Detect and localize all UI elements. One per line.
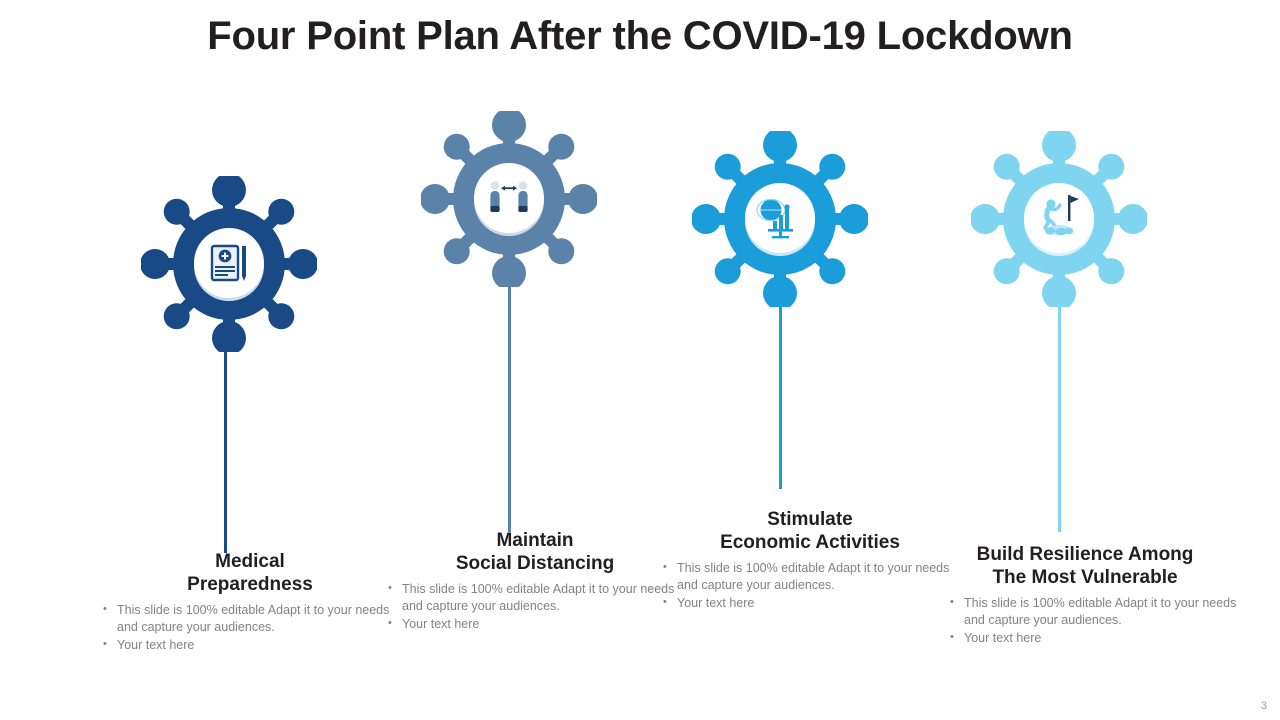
virus-shape-icon bbox=[971, 131, 1147, 307]
text-block-medical-preparedness: Medical Preparedness This slide is 100% … bbox=[100, 550, 400, 655]
text-block-maintain-social-distancing: Maintain Social Distancing This slide is… bbox=[385, 529, 685, 634]
list-item: This slide is 100% editable Adapt it to … bbox=[947, 594, 1245, 629]
connector-stem bbox=[779, 222, 782, 489]
heading-line-2: Preparedness bbox=[187, 574, 313, 595]
list-item: Your text here bbox=[947, 629, 1245, 647]
medical-report-icon bbox=[210, 244, 246, 282]
bullet-list: This slide is 100% editable Adapt it to … bbox=[947, 594, 1245, 647]
person-flag-rocks-icon bbox=[1043, 195, 1079, 236]
list-item: This slide is 100% editable Adapt it to … bbox=[385, 580, 685, 615]
connector-stem bbox=[508, 200, 511, 532]
list-item: Your text here bbox=[660, 594, 960, 612]
text-block-build-resilience-among-the-most-vulnerable: Build Resilience Among The Most Vulnerab… bbox=[925, 543, 1245, 648]
virus-shape-icon bbox=[692, 131, 868, 307]
virus-node-medical-preparedness[interactable] bbox=[141, 176, 317, 352]
list-item: Your text here bbox=[100, 636, 400, 654]
text-block-stimulate-economic-activities: Stimulate Economic Activities This slide… bbox=[660, 508, 960, 613]
heading-line-2: Economic Activities bbox=[720, 532, 900, 553]
bullet-list: This slide is 100% editable Adapt it to … bbox=[660, 559, 960, 612]
social-distancing-icon bbox=[490, 181, 528, 212]
heading-line-1: Stimulate bbox=[767, 509, 853, 530]
bullet-list: This slide is 100% editable Adapt it to … bbox=[100, 601, 400, 654]
heading-line-1: Build Resilience Among bbox=[976, 544, 1194, 565]
bullet-list: This slide is 100% editable Adapt it to … bbox=[385, 580, 685, 633]
virus-node-maintain-social-distancing[interactable] bbox=[421, 111, 597, 287]
virus-shape-icon bbox=[141, 176, 317, 352]
globe-bar-chart-icon bbox=[756, 198, 793, 239]
page-title: Four Point Plan After the COVID-19 Lockd… bbox=[207, 14, 1073, 58]
list-item: This slide is 100% editable Adapt it to … bbox=[100, 601, 400, 636]
virus-node-build-resilience-among-the-most-vulnerable[interactable] bbox=[971, 131, 1147, 307]
virus-shape-icon bbox=[421, 111, 597, 287]
list-item: This slide is 100% editable Adapt it to … bbox=[660, 559, 960, 594]
connector-stem bbox=[224, 268, 227, 553]
heading-line-1: Medical bbox=[215, 551, 285, 572]
virus-node-stimulate-economic-activities[interactable] bbox=[692, 131, 868, 307]
page-number: 3 bbox=[1260, 700, 1267, 712]
heading-line-2: The Most Vulnerable bbox=[992, 567, 1178, 588]
connector-stem bbox=[1058, 222, 1061, 532]
list-item: Your text here bbox=[385, 615, 685, 633]
heading-line-2: Social Distancing bbox=[455, 553, 615, 574]
heading-line-1: Maintain bbox=[496, 530, 574, 551]
